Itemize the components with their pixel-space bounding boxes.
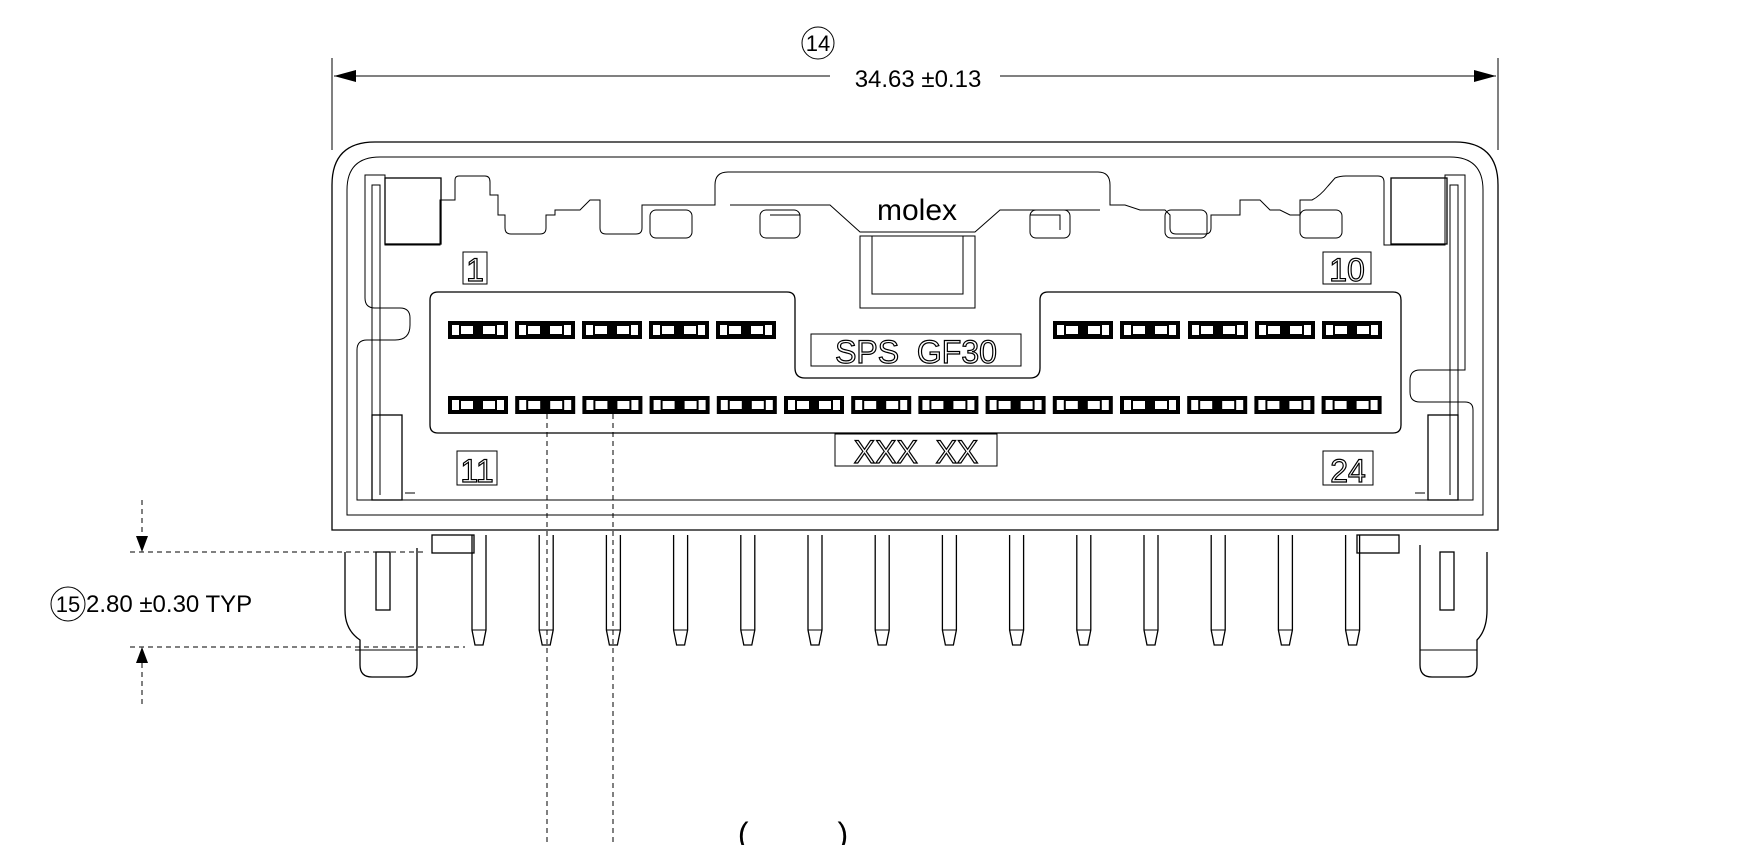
pin-length-value: 2.80 ±0.30 TYP — [86, 591, 252, 618]
terminal-cavity — [1052, 396, 1113, 414]
pin — [1344, 535, 1361, 646]
terminal-cavity — [515, 396, 576, 414]
pin-length-dimension: 15 2.80 ±0.30 TYP — [50, 500, 465, 705]
pin — [941, 535, 958, 646]
pin — [672, 535, 689, 646]
brand-logo: molex — [877, 194, 957, 227]
pin-label-11: 11 — [460, 453, 493, 489]
markings: molex SPS GF30 XXX XX 1 10 11 24 — [456, 194, 1374, 490]
pin — [538, 535, 554, 646]
terminal-cavity — [1120, 321, 1180, 339]
terminal-cavity — [1120, 396, 1180, 414]
terminal-cavity — [1053, 321, 1113, 339]
terminal-cavity — [1188, 321, 1248, 339]
pin — [1277, 535, 1294, 646]
terminal-cavity — [1255, 321, 1315, 339]
pin — [471, 535, 487, 646]
terminal-cavity — [918, 396, 979, 414]
terminal-cavity — [1187, 396, 1248, 414]
pin — [1143, 535, 1159, 646]
pin — [1210, 535, 1226, 646]
pin — [874, 535, 890, 646]
overall-width-value: 34.63 ±0.13 — [855, 66, 982, 93]
pin-label-1: 1 — [466, 252, 484, 288]
terminal-cavity — [851, 396, 912, 414]
terminal-cavity — [582, 396, 643, 414]
callout-14-label: 14 — [806, 31, 830, 56]
terminal-cavity — [716, 396, 777, 414]
pitch-leaders: ( ) — [546, 405, 848, 845]
pin-label-10: 10 — [1329, 252, 1365, 288]
terminal-cavity — [716, 321, 776, 339]
terminal-window-panel — [429, 291, 1402, 434]
terminal-cavity — [582, 321, 642, 339]
terminal-cavity — [1322, 321, 1382, 339]
pin — [740, 535, 756, 646]
terminal-cavity — [649, 321, 709, 339]
terminal-cavity — [985, 396, 1046, 414]
cut-off-bracket: ( ) — [738, 816, 848, 845]
callout-circle-14 — [801, 26, 835, 60]
terminal-cavity — [515, 321, 575, 339]
overall-width-dimension: 14 34.63 ±0.13 — [331, 26, 1499, 150]
callout-15-label: 15 — [56, 592, 80, 617]
terminal-cavity — [784, 396, 844, 414]
terminal-cavity — [649, 396, 710, 414]
pin — [807, 535, 823, 646]
terminal-cavity — [1254, 396, 1315, 414]
pin-row — [471, 535, 1361, 646]
terminal-cavity — [448, 321, 508, 339]
material-marking: SPS GF30 — [835, 334, 997, 370]
terminal-cavity — [1321, 396, 1382, 414]
terminal-cavity — [448, 396, 508, 414]
callout-circle-15 — [50, 586, 86, 622]
pin — [1076, 535, 1092, 646]
pin-label-24: 24 — [1330, 453, 1366, 489]
code-marking: XXX XX — [854, 434, 979, 470]
housing — [331, 141, 1499, 531]
pin — [1008, 535, 1025, 646]
board-locks — [344, 534, 1488, 678]
